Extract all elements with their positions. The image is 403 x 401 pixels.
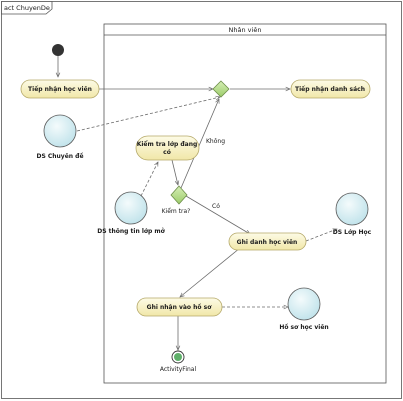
action-ghi-danh-hoc-vien [228,232,307,251]
frame-title: act ChuyenDe [4,4,50,12]
datastore-ds-thong-tin-lop-mo [114,191,148,225]
datastore-ds-lop-hoc [335,192,369,226]
swimlane-title: Nhân viên [229,26,262,34]
decision-kiem-tra [170,185,188,205]
final-node-label: ActivityFinal [160,366,197,373]
decision-kiem-tra-label: Kiểm tra? [162,208,191,215]
action-ghi-nhan-vao-ho-so [136,297,223,317]
action-tiep-nhan-hoc-vien-label: Tiếp nhận học viên [28,86,92,93]
action-ghi-danh-hoc-vien-label: Ghi danh học viên [237,239,298,246]
datastore-ds-chuyen-de [43,114,77,148]
action-tiep-nhan-danh-sach [290,79,371,99]
action-tiep-nhan-hoc-vien [20,79,100,99]
datastore-ds-chuyen-de-label: DS Chuyên đề [36,152,83,160]
final-node-inner [174,353,182,361]
decision-merge [212,80,230,98]
datastore-ds-thong-tin-lop-mo-label: DS thông tin lớp mở [97,228,165,235]
edge-dsinfo-to-check [140,162,158,197]
action-kiem-tra-lop [135,135,200,161]
guard-co: Có [212,203,220,210]
action-tiep-nhan-danh-sach-label: Tiếp nhận danh sách [295,86,365,93]
guard-khong: Không [206,138,225,145]
edge-enroll-to-dslh [305,229,337,242]
start-node [52,44,64,56]
edge-decision2-to-enroll [185,195,250,234]
swimlane [103,23,387,384]
action-kiem-tra-lop-label-1: Kiểm tra lớp đang [137,141,198,148]
action-kiem-tra-lop-label-2: có [163,149,171,156]
datastore-ho-so-hoc-vien [287,287,321,321]
action-ghi-nhan-vao-ho-so-label: Ghi nhận vào hồ sơ [147,303,213,311]
edge-check-to-decision2 [171,159,178,185]
frame-title-tab [1,1,53,15]
edge-decision2-to-decision1 [180,99,219,189]
datastore-ds-lop-hoc-label: DS Lớp Học [333,229,372,236]
datastore-ho-so-hoc-vien-label: Hồ sơ học viên [279,323,328,331]
edge-enroll-to-record [180,247,241,297]
edge-dscd-to-decision1 [76,97,220,132]
